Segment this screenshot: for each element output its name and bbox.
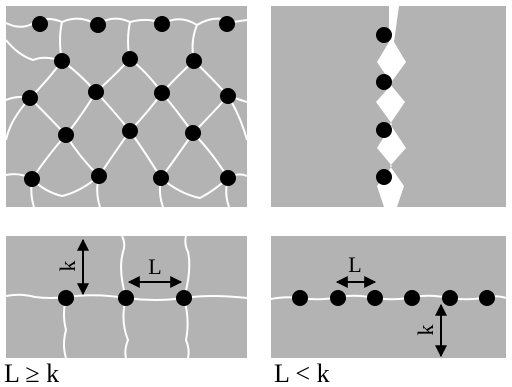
particle xyxy=(90,17,106,33)
particle xyxy=(58,127,74,143)
particle xyxy=(22,90,38,106)
particle xyxy=(186,53,202,69)
particle xyxy=(376,169,392,185)
particle xyxy=(88,84,104,100)
particle xyxy=(376,27,392,43)
dots-zigzag xyxy=(376,27,392,185)
particle xyxy=(118,290,134,306)
particle xyxy=(220,88,236,104)
particle xyxy=(54,53,70,69)
particle xyxy=(154,16,170,32)
particle xyxy=(442,290,458,306)
k-label-left: k xyxy=(55,261,80,272)
dots-bottom-right xyxy=(292,290,495,306)
particle xyxy=(154,85,170,101)
particle xyxy=(330,290,346,306)
particle xyxy=(404,290,420,306)
dots-bottom-left xyxy=(58,290,192,306)
particle xyxy=(153,170,169,186)
panel-bottom-right-bg xyxy=(271,236,506,358)
particle xyxy=(32,16,48,32)
particle xyxy=(376,74,392,90)
particle xyxy=(479,290,495,306)
L-label-right: L xyxy=(348,252,361,277)
particle xyxy=(24,171,40,187)
particle xyxy=(176,290,192,306)
panel-top-left xyxy=(5,6,248,208)
dots-network xyxy=(22,16,236,187)
particle xyxy=(185,125,201,141)
panel-bottom-left: k L xyxy=(5,235,248,359)
condition-label-left: L ≥ k xyxy=(4,359,59,387)
particle xyxy=(292,290,308,306)
panel-bottom-right: L k xyxy=(270,236,507,358)
particle xyxy=(376,122,392,138)
particle xyxy=(367,290,383,306)
zigzag-crack xyxy=(376,6,406,207)
particle xyxy=(122,123,138,139)
particle xyxy=(91,168,107,184)
particle xyxy=(219,16,235,32)
particle xyxy=(122,51,138,67)
k-label-right: k xyxy=(413,325,438,336)
L-label-left: L xyxy=(148,254,161,279)
panel-top-right xyxy=(271,6,506,207)
condition-label-right: L < k xyxy=(274,359,330,387)
particle xyxy=(58,290,74,306)
particle xyxy=(220,170,236,186)
panel-top-left-bg xyxy=(6,6,247,207)
